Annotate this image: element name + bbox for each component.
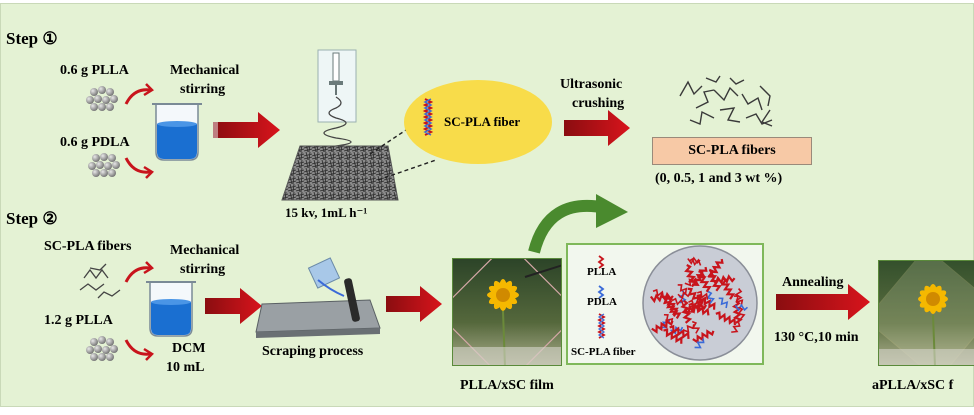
polymer-chain [736,306,746,320]
legend-sc-pla-fiber-label: SC-PLA fiber [571,346,636,358]
beaker-icon [152,103,202,161]
sc-pla-fiber-chain [715,311,737,326]
sc-pla-fiber-ellipse-label: SC-PLA fiber [444,114,521,129]
process-arrow-3 [386,286,442,322]
annealed-film-photo [878,260,974,366]
plla-amount-label: 0.6 g PLLA [60,63,129,78]
polymer-chain [718,297,729,309]
sc-pla-fiber-chain [649,291,674,304]
sc-pla-fiber-chain [688,302,710,316]
annealing-label: Annealing [782,275,844,290]
sc-pla-fiber-chain [666,297,682,319]
sc-pla-fibers-box: SC-PLA fibers [652,137,812,165]
sc-pla-fibers-label: SC-PLA fibers [44,239,132,254]
process-arrow [213,112,280,148]
polymer-chain [659,318,671,329]
zoom-dashed-lines [369,121,437,181]
plla-pellets-icon [86,86,118,111]
stirring-arrows-icon-2 [124,261,154,361]
film-polymer-chains [649,256,749,349]
step1-title: Step ① [6,29,58,48]
electrospinning-condition-label: 15 kv, 1mL h⁻¹ [285,205,368,220]
sc-pla-fiber-chain [651,319,674,334]
polymer-chain [652,288,665,298]
sc-pla-fiber-chain [663,328,683,344]
annealing-condition-label: 130 °C,10 min [774,330,859,345]
beaker-icon-2 [146,281,196,337]
fiber-content-label: (0, 0.5, 1 and 3 wt %) [655,171,783,186]
sc-pla-fiber-chain [680,299,693,324]
plla-pellets-icon-2 [86,336,118,361]
sc-pla-fiber-chain [669,324,690,340]
sc-pla-fiber-chain [663,295,679,317]
polymer-chain [677,284,688,295]
pdla-amount-label: 0.6 g PDLA [60,135,130,150]
polymer-chain [731,322,741,333]
sc-pla-fiber-chain [692,266,708,287]
flower-photo-art-2 [879,261,974,365]
legend-plla-label: PLLA [587,266,617,278]
polymer-chain [734,288,743,302]
annealing-arrow [776,284,870,320]
crushed-fibers-icon [679,75,773,127]
scraping-plate-icon [255,257,381,338]
stirring-arrows-icon [124,83,154,179]
stirring-label-line1: Mechanical [170,63,240,78]
annealed-film-label: aPLLA/xSC f [872,378,954,393]
polymer-chain [677,290,691,300]
pdla-pellets-icon [88,153,120,177]
polymer-chain [682,324,695,334]
dcm-label-line2: 10 mL [166,360,205,375]
process-arrow-2 [205,288,262,324]
polymer-chain [671,297,685,306]
sc-pla-fiber-chain [720,277,736,300]
polymer-chain [687,256,701,265]
electrospinning-setup-icon [281,49,399,201]
ultrasonic-label-line2: crushing [572,96,625,111]
stirring2-label-line2: stirring [180,262,226,277]
flower-photo-art [453,259,561,365]
stirring2-label-line1: Mechanical [170,243,240,258]
zoom-green-arrow [528,194,628,254]
sc-pla-fiber-chain [731,299,743,324]
sc-pla-fiber-chain [696,293,716,310]
ultrasonic-label-line1: Ultrasonic [560,77,623,92]
polymer-chain [694,338,705,349]
film-photo [452,258,562,366]
stirring-label-line2: stirring [180,82,226,97]
sc-pla-fiber-chain [692,329,715,345]
polymer-chain [734,303,749,312]
sc-pla-fiber-ellipse [404,80,552,164]
sc-pla-fiber-chain [707,258,724,278]
ultrasonic-arrow [564,110,630,146]
plla-amount-label-2: 1.2 g PLLA [44,313,113,328]
polymer-chain [661,296,672,308]
sc-pla-fiber-chain [683,302,708,316]
dcm-label-line1: DCM [172,341,206,356]
sc-pla-fiber-chain [687,287,705,308]
scraping-process-label: Scraping process [262,344,364,359]
sc-pla-fiber-chain [696,270,712,293]
sc-pla-fibers-icon [79,263,121,299]
film-label: PLLA/xSC film [460,378,554,393]
legend-pdla-label: PDLA [587,296,617,308]
sc-pla-fiber-chain [684,264,698,288]
step2-title: Step ② [6,209,58,228]
polymer-chain [697,290,709,300]
